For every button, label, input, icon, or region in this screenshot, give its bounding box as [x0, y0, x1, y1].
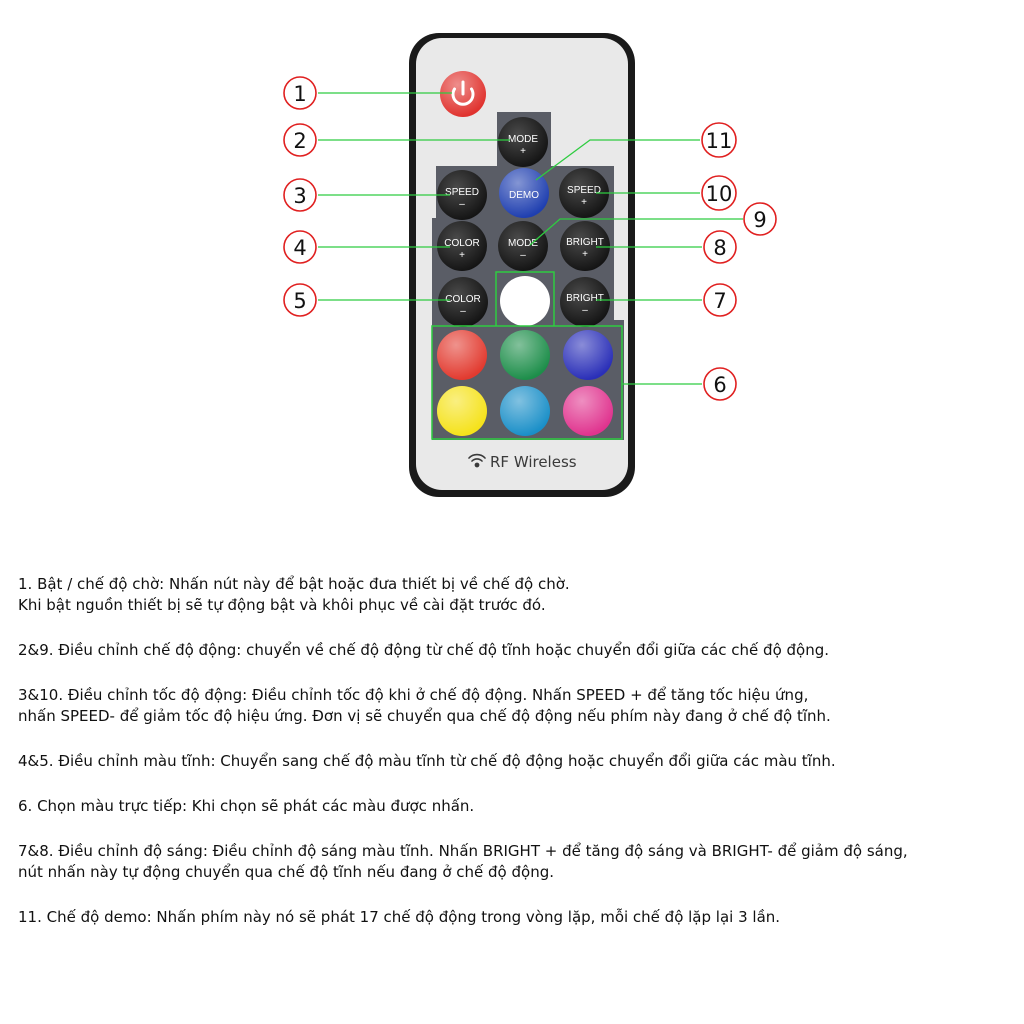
svg-text:11: 11	[706, 129, 733, 153]
callout-9: 9	[743, 202, 777, 236]
note-line: nút nhấn này tự động chuyển qua chế độ t…	[18, 863, 554, 881]
bright-minus-button[interactable]: BRIGHT –	[560, 277, 610, 327]
mode-plus-label-top: MODE	[508, 134, 538, 145]
leader-9	[529, 218, 743, 246]
swatch-highlights	[437, 330, 613, 436]
control-buttons: MODE + SPEED – DEMO SPEED + COLOR +	[437, 117, 610, 327]
color-plus-label-sign: +	[459, 250, 465, 261]
callout-7: 7	[703, 283, 737, 317]
note-line: 11. Chế độ demo: Nhấn phím này nó sẽ phá…	[18, 908, 781, 926]
color-minus-label-top: COLOR	[445, 294, 481, 305]
svg-text:7: 7	[713, 289, 726, 313]
note-power: 1. Bật / chế độ chờ: Nhấn nút này để bật…	[18, 574, 1018, 616]
note-line: 1. Bật / chế độ chờ: Nhấn nút này để bật…	[18, 575, 570, 593]
svg-text:6: 6	[713, 373, 726, 397]
note-color: 4&5. Điều chỉnh màu tĩnh: Chuyển sang ch…	[18, 751, 1018, 772]
mode-plus-label-sign: +	[520, 146, 526, 157]
bright-plus-label-sign: +	[582, 249, 588, 260]
demo-label: DEMO	[509, 190, 539, 201]
note-line: 4&5. Điều chỉnh màu tĩnh: Chuyển sang ch…	[18, 752, 836, 770]
note-line: Khi bật nguồn thiết bị sẽ tự động bật và…	[18, 596, 546, 614]
power-icon	[451, 80, 475, 106]
speed-minus-label-sign: –	[459, 199, 465, 210]
note-direct-color: 6. Chọn màu trực tiếp: Khi chọn sẽ phát …	[18, 796, 1018, 817]
callout-6: 6	[703, 367, 737, 401]
leader-11	[535, 139, 700, 181]
note-demo: 11. Chế độ demo: Nhấn phím này nó sẽ phá…	[18, 907, 1018, 928]
color-plus-button[interactable]: COLOR +	[437, 221, 487, 271]
instructions-text: 1. Bật / chế độ chờ: Nhấn nút này để bật…	[18, 574, 1018, 952]
svg-text:9: 9	[753, 208, 766, 232]
speed-plus-label-sign: +	[581, 197, 587, 208]
svg-text:4: 4	[293, 236, 306, 260]
bright-minus-label-sign: –	[582, 305, 588, 316]
note-line: 2&9. Điều chỉnh chế độ động: chuyển về c…	[18, 641, 830, 659]
callout-10: 10	[701, 175, 737, 211]
callout-1: 1	[283, 76, 317, 110]
mode-plus-button[interactable]: MODE +	[498, 117, 548, 167]
color-plus-label-top: COLOR	[444, 238, 480, 249]
callouts: 1 2 3 4 5 6 7 8 9 10 11	[283, 76, 777, 401]
color-group-box	[431, 325, 623, 440]
demo-button[interactable]: DEMO	[499, 168, 549, 218]
highlight-boxes	[431, 271, 623, 440]
svg-text:1: 1	[293, 82, 306, 106]
callout-4: 4	[283, 230, 317, 264]
remote-control: MODE + SPEED – DEMO SPEED + COLOR +	[409, 33, 635, 497]
remote-diagram: MODE + SPEED – DEMO SPEED + COLOR +	[283, 33, 777, 497]
note-line: nhấn SPEED- để giảm tốc độ hiệu ứng. Đơn…	[18, 707, 831, 725]
note-line: 6. Chọn màu trực tiếp: Khi chọn sẽ phát …	[18, 797, 475, 815]
svg-text:5: 5	[293, 289, 306, 313]
callout-2: 2	[283, 123, 317, 157]
callout-5: 5	[283, 283, 317, 317]
note-bright: 7&8. Điều chỉnh độ sáng: Điều chỉnh độ s…	[18, 841, 1018, 883]
svg-text:3: 3	[293, 184, 306, 208]
speed-plus-label-top: SPEED	[567, 185, 601, 196]
svg-text:10: 10	[706, 182, 733, 206]
svg-text:2: 2	[293, 129, 306, 153]
bright-minus-label-top: BRIGHT	[566, 293, 604, 304]
mode-minus-label-sign: –	[520, 250, 526, 261]
callout-8: 8	[703, 230, 737, 264]
callout-11: 11	[701, 122, 737, 158]
mode-minus-label-top: MODE	[508, 238, 538, 249]
bright-plus-label-top: BRIGHT	[566, 237, 604, 248]
speed-minus-button[interactable]: SPEED –	[437, 170, 487, 220]
callout-3: 3	[283, 178, 317, 212]
speed-minus-label-top: SPEED	[445, 187, 479, 198]
wifi-icon	[468, 453, 486, 468]
brand-label: RF Wireless	[490, 453, 577, 471]
note-line: 3&10. Điều chỉnh tốc độ động: Điều chỉnh…	[18, 686, 809, 704]
swatch-white[interactable]	[500, 276, 550, 326]
color-minus-label-sign: –	[460, 306, 466, 317]
white-button-box	[495, 271, 555, 326]
note-speed: 3&10. Điều chỉnh tốc độ động: Điều chỉnh…	[18, 685, 1018, 727]
note-line: 7&8. Điều chỉnh độ sáng: Điều chỉnh độ s…	[18, 842, 908, 860]
callout-leaders	[318, 92, 743, 385]
speed-plus-button[interactable]: SPEED +	[559, 168, 609, 218]
color-minus-button[interactable]: COLOR –	[438, 277, 488, 327]
note-mode: 2&9. Điều chỉnh chế độ động: chuyển về c…	[18, 640, 1018, 661]
mode-minus-button[interactable]: MODE –	[498, 221, 548, 271]
bright-plus-button[interactable]: BRIGHT +	[560, 221, 610, 271]
svg-text:8: 8	[713, 236, 726, 260]
